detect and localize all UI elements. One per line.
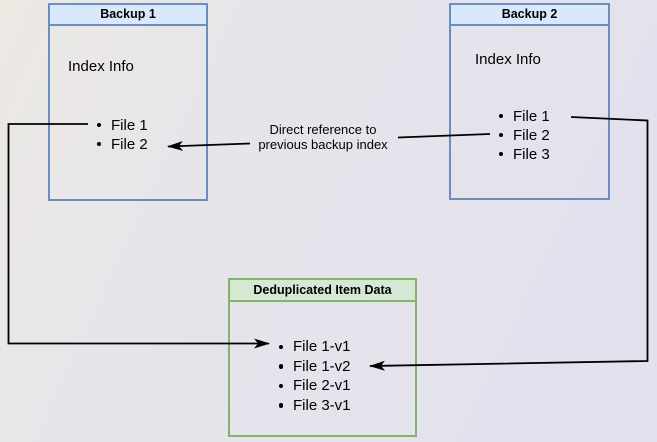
backup1-title: Backup 1: [100, 7, 156, 21]
dedup-header: Deduplicated Item Data: [230, 280, 415, 302]
bullet-icon: [498, 113, 503, 119]
file-label: File 1-v1: [293, 338, 351, 356]
backup2-header: Backup 2: [451, 5, 608, 26]
bullet-icon: [96, 141, 101, 147]
list-item: File 1-v1: [278, 337, 351, 357]
file-label: File 1: [111, 116, 148, 134]
backup1-header: Backup 1: [50, 5, 206, 26]
bullet-icon: [278, 403, 283, 408]
dedup-file-list: File 1-v1 File 1-v2 File 2-v1 File 3-v1: [278, 337, 351, 416]
list-item: File 1: [498, 107, 550, 126]
bullet-icon: [278, 344, 283, 349]
bullet-icon: [498, 132, 503, 138]
list-item: File 1: [96, 116, 148, 135]
file-label: File 1-v2: [293, 357, 351, 375]
dedup-title: Deduplicated Item Data: [253, 283, 392, 297]
backup2-node: Backup 2 Index Info File 1 File 2 File 3: [449, 3, 610, 200]
backup1-node: Backup 1 Index Info File 1 File 2: [48, 3, 208, 201]
file-label: File 3-v1: [293, 396, 351, 414]
bullet-icon: [96, 122, 101, 128]
backup1-file-list: File 1 File 2: [96, 116, 148, 154]
file-label: File 2-v1: [293, 377, 351, 395]
list-item: File 1-v2: [278, 357, 351, 377]
edge-label-direct-reference: Direct reference to previous backup inde…: [203, 122, 443, 152]
file-label: File 2: [513, 126, 550, 144]
edge-label-line1: Direct reference to: [269, 122, 377, 137]
dedup-node: Deduplicated Item Data File 1-v1 File 1-…: [228, 278, 417, 437]
edge-label-line2: previous backup index: [258, 137, 388, 152]
backup2-title: Backup 2: [501, 7, 558, 21]
backup1-index-info-label: Index Info: [68, 58, 134, 75]
list-item: File 2: [96, 135, 148, 154]
file-label: File 3: [513, 145, 550, 163]
bullet-icon: [278, 383, 283, 388]
bullet-icon: [278, 364, 283, 369]
list-item: File 2-v1: [278, 376, 351, 396]
list-item: File 3-v1: [278, 396, 351, 416]
list-item: File 2: [498, 126, 550, 145]
list-item: File 3: [498, 145, 550, 164]
backup2-file-list: File 1 File 2 File 3: [498, 107, 550, 164]
file-label: File 2: [111, 135, 148, 153]
file-label: File 1: [513, 107, 550, 125]
backup2-index-info-label: Index Info: [475, 51, 541, 68]
bullet-icon: [498, 151, 503, 157]
